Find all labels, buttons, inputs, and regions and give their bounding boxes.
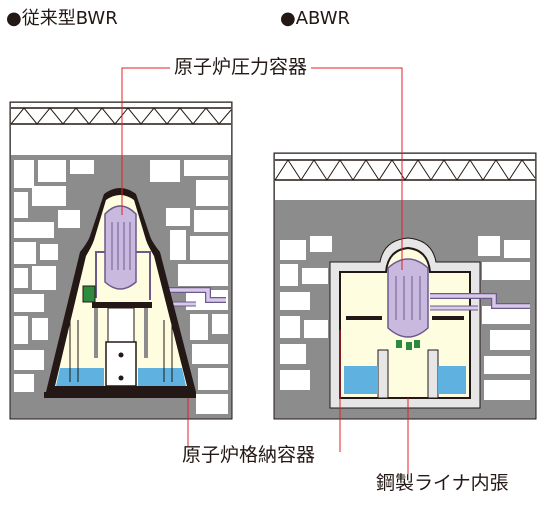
abwr-steam-pipes [430,293,530,311]
bwr-floor-rooms [14,160,228,414]
bwr-containment-interior [55,195,187,386]
bwr-pedestal-structure [92,302,152,387]
abwr-suppression-pool [344,366,466,394]
bwr-reactor-building [9,101,233,420]
abwr-heading: ●ABWR [280,8,351,29]
abwr-floor-rooms [280,236,530,400]
bwr-roof-truss [10,103,232,155]
abwr-roof-truss [274,154,536,200]
abwr-internal-pumps [396,340,420,350]
bwr-pressure-vessel [95,205,151,300]
bwr-foundation [44,392,196,398]
abwr-pressure-vessel [387,258,429,338]
liner-label: 鋼製ライナ内張 [372,474,513,493]
abwr-reactor-building [273,152,537,420]
bwr-suppression-pool [56,320,186,386]
bwr-pump-component [82,285,96,303]
rpv-label: 原子炉圧力容器 [170,58,312,77]
pcv-label: 原子炉格納容器 [178,446,320,465]
bwr-heading: ●従来型BWR [6,8,118,29]
